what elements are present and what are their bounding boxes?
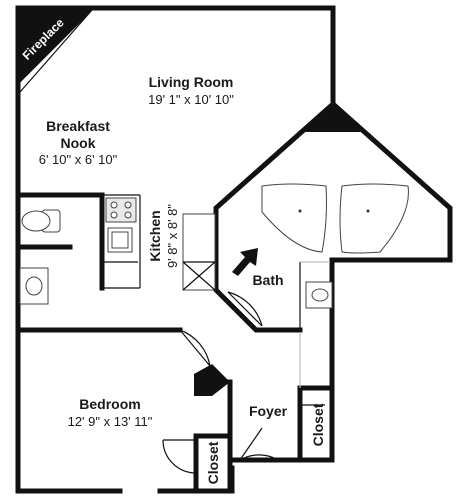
bedroom-name: Bedroom — [79, 396, 140, 412]
arrow-icon — [232, 248, 258, 276]
half-bath-fixtures — [19, 209, 61, 305]
toilet — [21, 210, 51, 232]
living-room-dims: 19' 1" x 10' 10" — [148, 92, 234, 107]
bathtub-right — [339, 183, 409, 254]
stove — [105, 197, 137, 223]
exterior-walls — [15, 5, 453, 494]
closet-right-name: Closet — [310, 403, 326, 446]
doors — [162, 291, 325, 474]
kitchen-fixtures — [104, 197, 216, 291]
bathtub-left — [261, 183, 327, 253]
breakfast-nook-name-2: Nook — [61, 135, 96, 151]
interior-walls — [15, 192, 335, 494]
bedroom-corner — [194, 364, 230, 396]
nook-divider — [19, 9, 93, 93]
bath-name: Bath — [252, 272, 283, 288]
kitchen-name: Kitchen — [147, 210, 163, 261]
breakfast-nook-dims: 6' 10" x 6' 10" — [39, 152, 118, 167]
fireplace: Fireplace — [19, 9, 93, 83]
foyer-name: Foyer — [249, 403, 288, 419]
living-room-name: Living Room — [149, 74, 234, 90]
breakfast-nook-name-1: Breakfast — [46, 118, 110, 134]
bath-fixtures — [232, 183, 409, 309]
corner-wedge — [300, 104, 368, 132]
bedroom-dims: 12' 9" x 13' 11" — [68, 414, 153, 429]
room-labels: Living Room 19' 1" x 10' 10" Breakfast N… — [39, 74, 326, 484]
closet-left-name: Closet — [205, 441, 221, 484]
refrigerator — [182, 213, 216, 291]
kitchen-dims: 9' 8" x 8' 8" — [165, 204, 180, 268]
